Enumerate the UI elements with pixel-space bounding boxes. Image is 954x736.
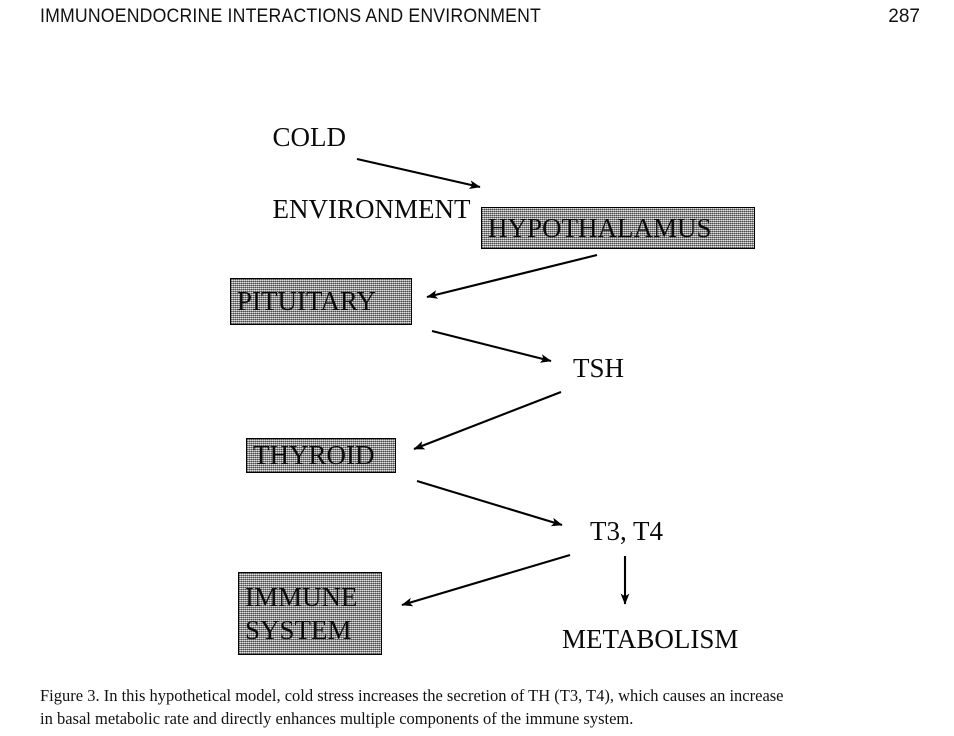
cold-environment-line-1: COLD	[272, 121, 347, 152]
figure-caption-line-2: in basal metabolic rate and directly enh…	[40, 709, 634, 729]
thyroid-box[interactable]: THYROID	[246, 438, 396, 473]
figure-3-diagram: COLD ENVIRONMENT TSH T3, T4 METABOLISM H…	[0, 44, 954, 672]
arrow-tsh-to-thyroid	[413, 391, 562, 450]
arrow-thyroid-to-t3t4	[416, 479, 563, 527]
running-head-title: IMMUNOENDOCRINE INTERACTIONS AND ENVIRON…	[40, 6, 542, 27]
arrow-hypothalamus-to-pituitary	[426, 253, 598, 299]
cold-environment-label: COLD ENVIRONMENT	[232, 84, 471, 264]
immune-system-box-label-line-1: IMMUNE	[245, 581, 358, 612]
t3-t4-label: T3, T4	[590, 516, 663, 546]
pituitary-box-label: PITUITARY	[237, 286, 376, 317]
immune-system-box[interactable]: IMMUNE SYSTEM	[238, 572, 382, 655]
arrow-layer	[356, 157, 630, 607]
arrow-pituitary-to-tsh	[431, 329, 552, 363]
running-head: IMMUNOENDOCRINE INTERACTIONS AND ENVIRON…	[40, 6, 920, 32]
metabolism-label: METABOLISM	[562, 624, 739, 654]
pituitary-box[interactable]: PITUITARY	[230, 278, 412, 325]
immune-system-box-label-line-2: SYSTEM	[245, 614, 352, 645]
hypothalamus-box-label: HYPOTHALAMUS	[488, 212, 712, 243]
figure-caption: Figure 3. In this hypothetical model, co…	[40, 684, 916, 731]
tsh-label: TSH	[573, 353, 625, 383]
page-number: 287	[888, 6, 920, 27]
cold-environment-line-2: ENVIRONMENT	[272, 193, 471, 224]
arrow-cold-to-hypothalamus	[356, 157, 481, 189]
arrow-t3t4-to-immune	[401, 553, 571, 607]
thyroid-box-label: THYROID	[253, 440, 375, 471]
hypothalamus-box[interactable]: HYPOTHALAMUS	[481, 207, 755, 249]
figure-caption-line-1: Figure 3. In this hypothetical model, co…	[40, 686, 784, 705]
